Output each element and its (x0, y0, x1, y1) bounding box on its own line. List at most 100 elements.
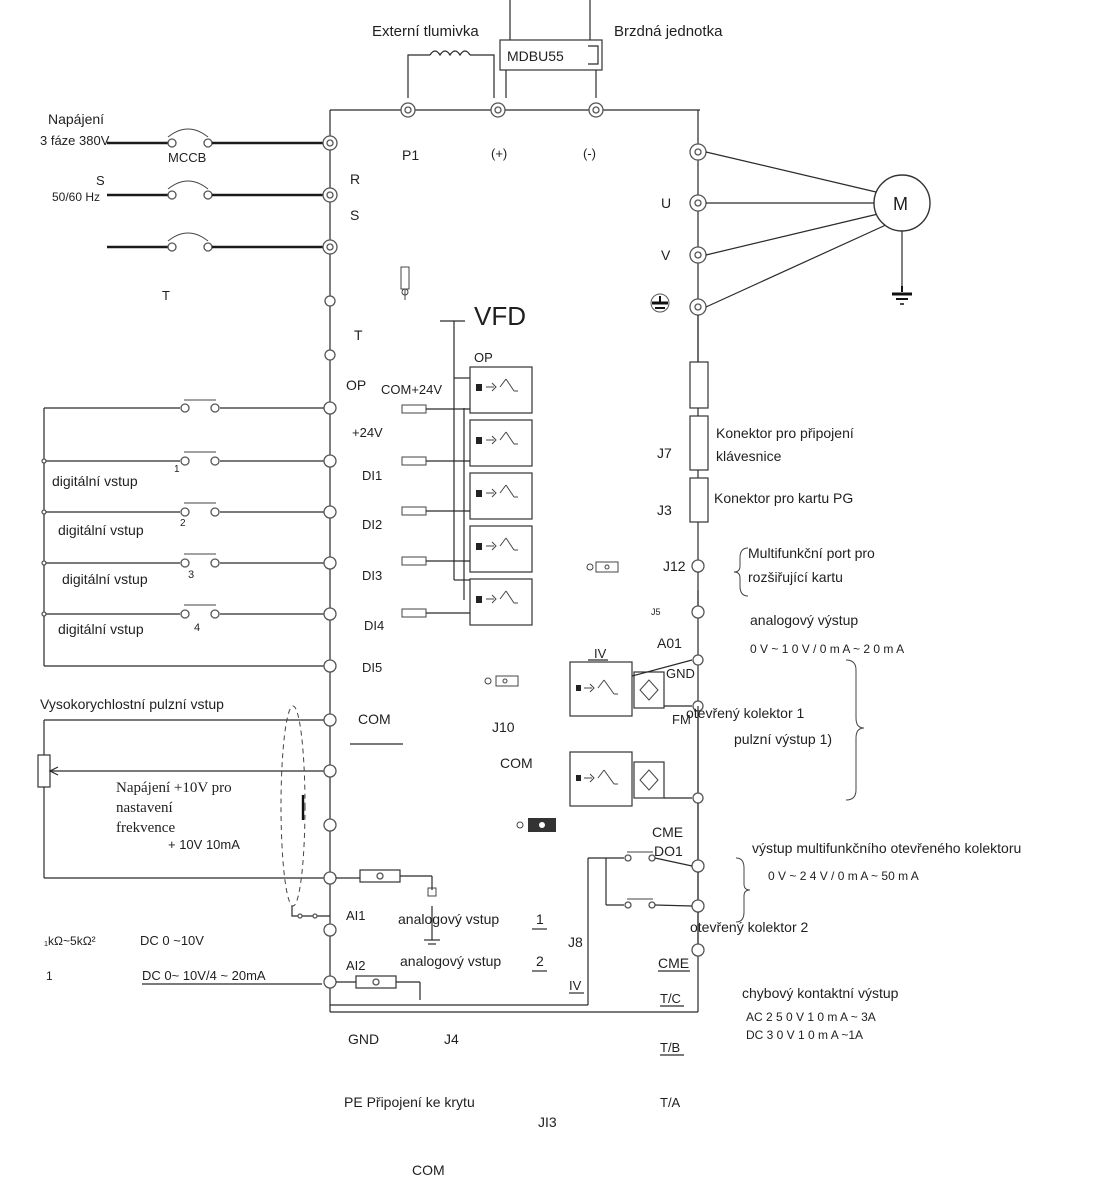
left-terminals: R S T OP COM+24V +24V DI1 DI2 DI3 DI4 DI… (324, 171, 442, 1047)
terminal-24v: +24V (352, 425, 383, 440)
terminal-di5: DI5 (362, 660, 382, 675)
label-a01: A01 (657, 635, 682, 651)
digital-input-index-3: 3 (188, 569, 194, 581)
opto-1 (469, 366, 533, 414)
multi-port-line1: Multifunkční port pro (748, 545, 875, 561)
multi-port-line2: rozšiřující kartu (748, 569, 843, 585)
terminal-minus: (-) (583, 146, 596, 161)
pulse-input-label: Vysokorychlostní pulzní vstup (40, 696, 224, 712)
terminal-di3: DI3 (362, 568, 382, 583)
terminal-u: U (661, 195, 671, 211)
output-optos: IV otevřený kolektor 1 pulzní výstup 1) (569, 646, 865, 860)
label-tc: T/C (660, 991, 681, 1006)
supply-10v-rating: + 10V 10mA (168, 837, 240, 852)
supply-t-label: T (162, 288, 170, 303)
supply-title: Napájení (48, 111, 104, 127)
brake-model-label: MDBU55 (507, 48, 564, 64)
supply-phases: 3 fáze 380V (40, 133, 110, 148)
label-tb: T/B (660, 1040, 680, 1055)
analog-input-1-label: analogový vstup (398, 911, 499, 927)
analog-output-range: 0 V ~ 1 0 V / 0 m A ~ 2 0 m A (750, 642, 904, 656)
keyboard-connector-line2: klávesnice (716, 448, 782, 464)
terminal-ai2: AI2 (346, 958, 366, 973)
terminal-plus: (+) (491, 146, 507, 161)
pulse-output: pulzní výstup 1) (734, 731, 832, 747)
ground-icon-motor (892, 286, 912, 305)
digital-inputs: digitální vstup 1 digitální vstup 2 digi… (41, 399, 337, 673)
label-j5: J5 (651, 607, 661, 617)
supply-10v-line2: nastavení (116, 800, 173, 816)
brake-unit-label: Brzdná jednotka (614, 23, 723, 40)
terminal-di1: DI1 (362, 468, 382, 483)
opto-3 (469, 472, 533, 520)
connector-icon-j10 (484, 675, 519, 687)
external-choke-label: Externí tlumivka (372, 23, 479, 40)
jumper-j4: J4 (444, 1031, 459, 1047)
digital-input-index-4: 4 (194, 622, 200, 634)
label-gnd: GND (666, 666, 695, 681)
dc-bus-section: Externí tlumivka Brzdná jednotka MDBU55 … (372, 0, 723, 163)
jumpers: J10 COM J8 IV J4 PE Připojení ke krytu J… (344, 561, 619, 1178)
right-connectors: J7 J3 J12 J5 A01 GND FM CME DO1 CME T/C … (651, 315, 904, 1110)
fault-output-title: chybový kontaktní výstup (742, 985, 899, 1001)
digital-input-label-1: digitální vstup (52, 473, 138, 489)
opto-4 (469, 525, 533, 573)
label-j12: J12 (663, 558, 686, 574)
pot-range-label: ₁kΩ~5kΩ² (44, 934, 96, 948)
dc-range-2: DC 0~ 10V/4 ~ 20mA (142, 968, 266, 983)
analog-input-1-index: 1 (536, 911, 544, 927)
terminal-r: R (350, 171, 360, 187)
note-one: 1 (46, 969, 53, 983)
vfd-title: VFD (474, 301, 526, 331)
connector-icon-j12 (586, 561, 619, 573)
terminal-v: V (661, 247, 671, 263)
analog-input-2-index: 2 (536, 953, 544, 969)
label-j3: J3 (657, 502, 672, 518)
terminal-p1: P1 (402, 147, 419, 163)
do-title: výstup multifunkčního otevřeného kolekto… (752, 840, 1021, 856)
ground-icon-inner (650, 293, 670, 313)
brake-module-box (499, 39, 603, 71)
iv-bottom: IV (569, 978, 582, 993)
digital-input-label-2: digitální vstup (58, 522, 144, 538)
terminal-t: T (354, 327, 363, 343)
digital-input-label-4: digitální vstup (58, 621, 144, 637)
terminal-com: COM (358, 711, 391, 727)
terminal-ai1: AI1 (346, 908, 366, 923)
terminal-gnd-bottom: GND (348, 1031, 379, 1047)
op-inner-label: OP (474, 350, 493, 365)
analog-input-2-label: analogový vstup (400, 953, 501, 969)
supply-frequency: 50/60 Hz (52, 190, 100, 204)
iv-top: IV (594, 646, 607, 661)
connector-icon-com (516, 818, 556, 832)
do-range: 0 V ~ 2 4 V / 0 m A ~ 50 m A (768, 869, 919, 883)
analog-output-label: analogový výstup (750, 612, 858, 628)
optocoupler-block: VFD OP (401, 301, 533, 626)
fault-output-ac: AC 2 5 0 V 1 0 m A ~ 3A (746, 1010, 876, 1024)
terminal-op: OP (346, 377, 366, 393)
label-cme-top: CME (652, 824, 683, 840)
terminal-di4: DI4 (364, 618, 384, 633)
label-j7: J7 (657, 445, 672, 461)
terminal-di2: DI2 (362, 517, 382, 532)
dc-range-1: DC 0 ~10V (140, 933, 204, 948)
connector-icon-top (400, 266, 410, 300)
analog-inputs: Vysokorychlostní pulzní vstup Napájení +… (37, 696, 547, 1000)
label-ta: T/A (660, 1095, 681, 1110)
breaker-label: MCCB (168, 150, 206, 165)
com-middle: COM (500, 755, 533, 771)
com-bottom: COM (412, 1162, 445, 1178)
motor-section: U V M (650, 143, 931, 316)
terminal-com24: COM+24V (381, 382, 442, 397)
open-collector-2: otevřený kolektor 2 (690, 919, 808, 935)
motor-label: M (893, 194, 908, 214)
digital-input-index-1: 1 (174, 464, 180, 475)
supply-10v-line3: frekvence (116, 820, 175, 836)
do-output: výstup multifunkčního otevřeného kolekto… (330, 840, 1021, 1042)
digital-input-label-3: digitální vstup (62, 571, 148, 587)
supply-s-label: S (96, 173, 105, 188)
fault-output-dc: DC 3 0 V 1 0 m A ~1A (746, 1028, 863, 1042)
label-fm: FM (672, 712, 691, 727)
keyboard-connector-line1: Konektor pro připojení (716, 425, 854, 441)
power-supply: Napájení 3 fáze 380V S 50/60 Hz T MCCB (40, 111, 338, 303)
